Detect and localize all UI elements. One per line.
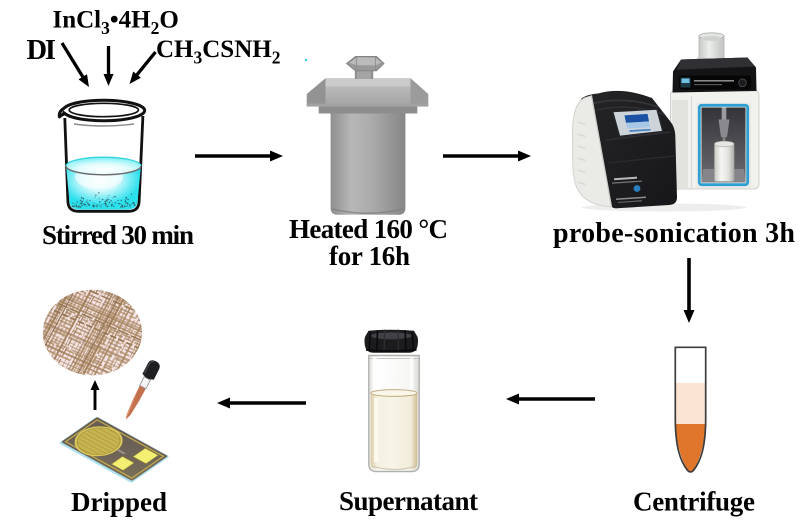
svg-text:Dripped: Dripped — [71, 487, 167, 517]
svg-text:probe-sonication 3h: probe-sonication 3h — [553, 218, 795, 249]
svg-text:for 16h: for 16h — [329, 241, 410, 271]
svg-text:CH3CSNH2: CH3CSNH2 — [156, 36, 280, 67]
svg-text:Stirred 30 min: Stirred 30 min — [42, 220, 194, 250]
svg-text:DI: DI — [27, 35, 57, 66]
svg-text:Heated 160 °C: Heated 160 °C — [289, 214, 448, 244]
svg-text:Centrifuge: Centrifuge — [633, 487, 755, 517]
svg-text:Supernatant: Supernatant — [339, 486, 478, 516]
svg-text:InCl3•4H2O: InCl3•4H2O — [53, 6, 179, 38]
